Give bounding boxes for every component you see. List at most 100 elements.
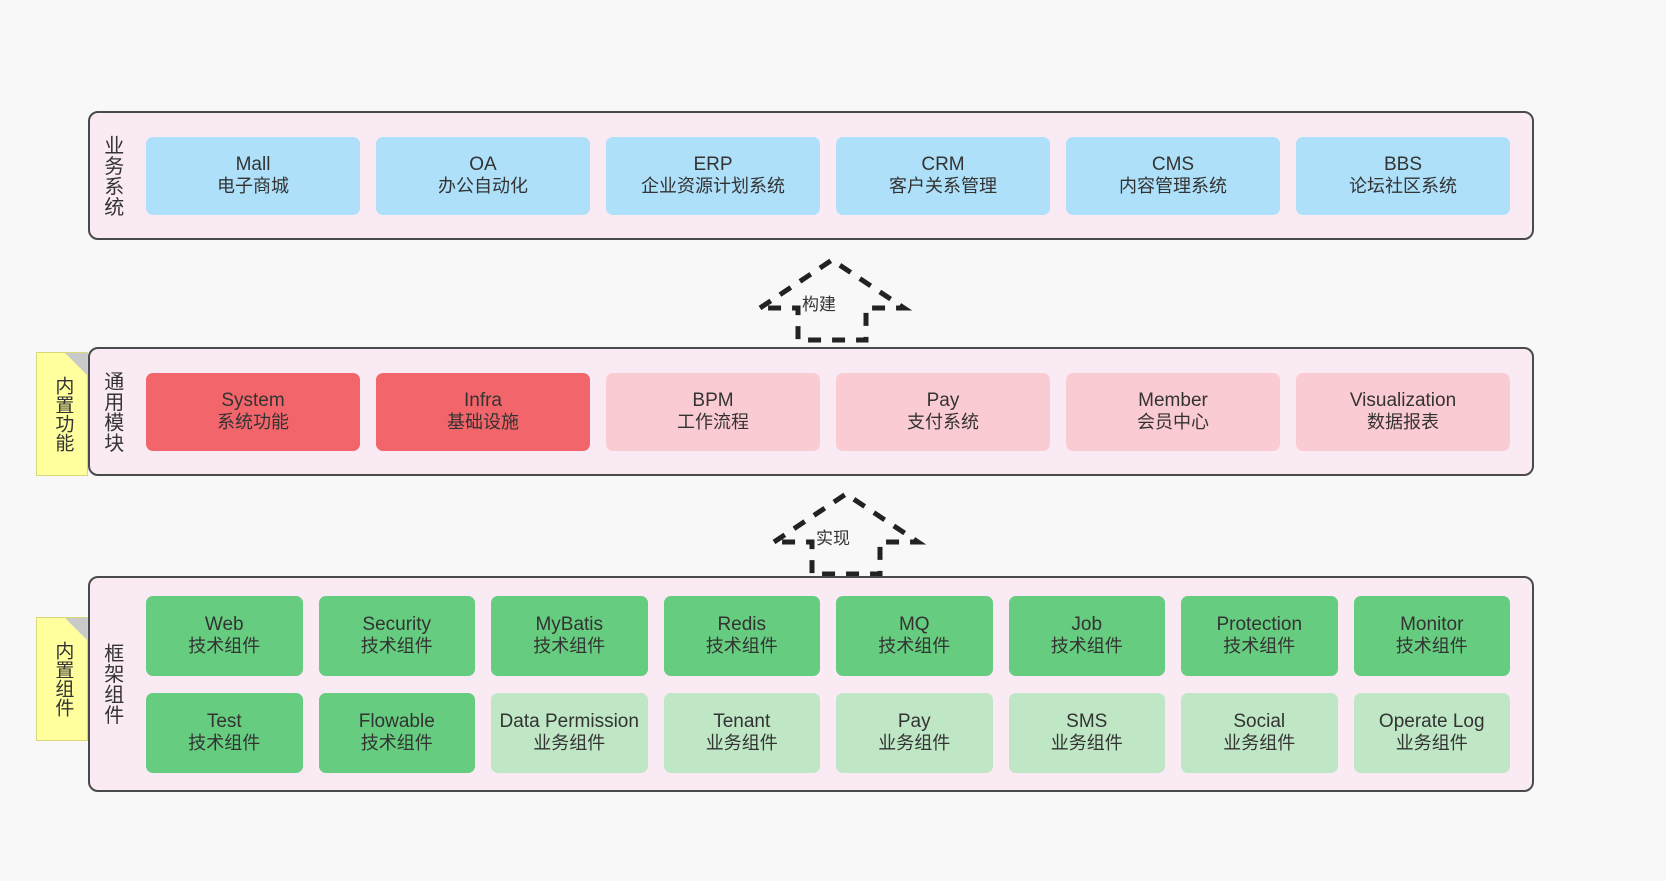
box-bbs-en: BBS <box>1383 153 1423 175</box>
framework-biz-row: Test 技术组件 Flowable 技术组件 Data Permission … <box>138 691 1518 774</box>
box-social-cn: 业务组件 <box>1223 733 1296 754</box>
box-sms-cn: 业务组件 <box>1050 733 1123 754</box>
note-builtin-components: 内置组件 <box>36 617 88 741</box>
layer-common-modules: 通用模块 System 系统功能 Infra 基础设施 BPM 工作流程 Pay… <box>88 347 1534 476</box>
box-system[interactable]: System 系统功能 <box>146 372 360 451</box>
box-mq-en: MQ <box>898 613 930 635</box>
box-infra-en: Infra <box>463 389 503 411</box>
box-job-cn: 技术组件 <box>1050 636 1123 657</box>
box-data-permission[interactable]: Data Permission 业务组件 <box>491 692 648 773</box>
box-oa-cn: 办公自动化 <box>438 176 528 197</box>
box-monitor-cn: 技术组件 <box>1395 636 1468 657</box>
box-visualization-en: Visualization <box>1349 389 1457 411</box>
box-sms[interactable]: SMS 业务组件 <box>1008 692 1165 773</box>
box-flowable[interactable]: Flowable 技术组件 <box>318 692 475 773</box>
box-social[interactable]: Social 业务组件 <box>1181 692 1338 773</box>
box-system-cn: 系统功能 <box>217 412 289 433</box>
box-web-en: Web <box>204 613 244 635</box>
layer-title-framework: 框架组件 <box>100 643 123 725</box>
box-oa-en: OA <box>469 153 497 175</box>
box-infra-cn: 基础设施 <box>447 412 519 433</box>
box-oa[interactable]: OA 办公自动化 <box>376 136 590 215</box>
box-flowable-cn: 技术组件 <box>360 733 433 754</box>
layer-framework-components: 框架组件 Web 技术组件 Security 技术组件 MyBatis 技术组件… <box>88 576 1534 792</box>
box-pay-module-cn: 支付系统 <box>907 412 979 433</box>
box-mall[interactable]: Mall 电子商城 <box>146 136 360 215</box>
box-pay-module[interactable]: Pay 支付系统 <box>836 372 1050 451</box>
box-web-cn: 技术组件 <box>188 636 261 657</box>
box-bpm-en: BPM <box>692 389 734 411</box>
box-mybatis[interactable]: MyBatis 技术组件 <box>491 595 648 676</box>
box-mybatis-cn: 技术组件 <box>533 636 606 657</box>
box-cms-cn: 内容管理系统 <box>1119 176 1227 197</box>
box-test-cn: 技术组件 <box>188 733 261 754</box>
common-modules-row: System 系统功能 Infra 基础设施 BPM 工作流程 Pay 支付系统… <box>132 349 1532 474</box>
box-monitor[interactable]: Monitor 技术组件 <box>1353 595 1510 676</box>
box-bpm[interactable]: BPM 工作流程 <box>606 372 820 451</box>
box-mybatis-en: MyBatis <box>535 613 604 635</box>
box-member-en: Member <box>1138 389 1208 411</box>
note-builtin-components-label: 内置组件 <box>52 641 74 717</box>
framework-rows: Web 技术组件 Security 技术组件 MyBatis 技术组件 Redi… <box>132 578 1532 790</box>
box-redis-cn: 技术组件 <box>705 636 778 657</box>
box-monitor-en: Monitor <box>1400 613 1464 635</box>
box-pay-component-cn: 业务组件 <box>878 733 951 754</box>
box-tenant[interactable]: Tenant 业务组件 <box>663 692 820 773</box>
note-fold-icon <box>65 618 87 640</box>
layer-business-systems: 业务系统 Mall 电子商城 OA 办公自动化 ERP 企业资源计划系统 CRM… <box>88 111 1534 240</box>
note-builtin-features: 内置功能 <box>36 352 88 476</box>
box-member-cn: 会员中心 <box>1137 412 1209 433</box>
connector-implement: 实现 <box>765 490 927 577</box>
box-erp-en: ERP <box>693 153 733 175</box>
box-cms[interactable]: CMS 内容管理系统 <box>1066 136 1280 215</box>
box-crm-en: CRM <box>921 153 965 175</box>
box-data-permission-cn: 业务组件 <box>533 733 606 754</box>
box-test-en: Test <box>206 710 242 732</box>
connector-implement-label: 实现 <box>816 529 850 548</box>
box-security-en: Security <box>362 613 432 635</box>
box-protection-cn: 技术组件 <box>1223 636 1296 657</box>
dashed-hollow-arrow-up-icon <box>765 490 927 577</box>
dashed-hollow-arrow-up-icon <box>751 256 913 343</box>
box-crm-cn: 客户关系管理 <box>889 176 997 197</box>
box-job[interactable]: Job 技术组件 <box>1008 595 1165 676</box>
box-pay-component-en: Pay <box>897 710 931 732</box>
box-crm[interactable]: CRM 客户关系管理 <box>836 136 1050 215</box>
box-infra[interactable]: Infra 基础设施 <box>376 372 590 451</box>
box-data-permission-en: Data Permission <box>499 711 639 733</box>
box-system-en: System <box>221 389 285 411</box>
box-mq[interactable]: MQ 技术组件 <box>836 595 993 676</box>
box-redis[interactable]: Redis 技术组件 <box>663 595 820 676</box>
connector-build: 构建 <box>751 256 913 343</box>
box-erp-cn: 企业资源计划系统 <box>641 176 785 197</box>
box-protection-en: Protection <box>1216 613 1303 635</box>
box-pay-component[interactable]: Pay 业务组件 <box>836 692 993 773</box>
box-redis-en: Redis <box>717 613 767 635</box>
connector-build-label: 构建 <box>802 295 836 314</box>
box-mq-cn: 技术组件 <box>878 636 951 657</box>
box-test[interactable]: Test 技术组件 <box>146 692 303 773</box>
box-security[interactable]: Security 技术组件 <box>318 595 475 676</box>
box-operate-log-en: Operate Log <box>1378 710 1485 732</box>
box-bbs[interactable]: BBS 论坛社区系统 <box>1296 136 1510 215</box>
business-systems-row: Mall 电子商城 OA 办公自动化 ERP 企业资源计划系统 CRM 客户关系… <box>132 113 1532 238</box>
box-job-en: Job <box>1071 613 1103 635</box>
box-erp[interactable]: ERP 企业资源计划系统 <box>606 136 820 215</box>
box-operate-log[interactable]: Operate Log 业务组件 <box>1353 692 1510 773</box>
box-mall-cn: 电子商城 <box>217 176 289 197</box>
box-sms-en: SMS <box>1066 710 1108 732</box>
box-bbs-cn: 论坛社区系统 <box>1349 176 1457 197</box>
box-bpm-cn: 工作流程 <box>677 412 749 433</box>
box-social-en: Social <box>1233 710 1286 732</box>
box-member[interactable]: Member 会员中心 <box>1066 372 1280 451</box>
box-protection[interactable]: Protection 技术组件 <box>1181 595 1338 676</box>
layer-title-common: 通用模块 <box>100 370 123 453</box>
layer-title-business: 业务系统 <box>100 134 123 217</box>
box-cms-en: CMS <box>1151 153 1195 175</box>
box-tenant-cn: 业务组件 <box>705 733 778 754</box>
box-web[interactable]: Web 技术组件 <box>146 595 303 676</box>
box-visualization[interactable]: Visualization 数据报表 <box>1296 372 1510 451</box>
box-tenant-en: Tenant <box>713 710 771 732</box>
box-flowable-en: Flowable <box>358 710 435 732</box>
